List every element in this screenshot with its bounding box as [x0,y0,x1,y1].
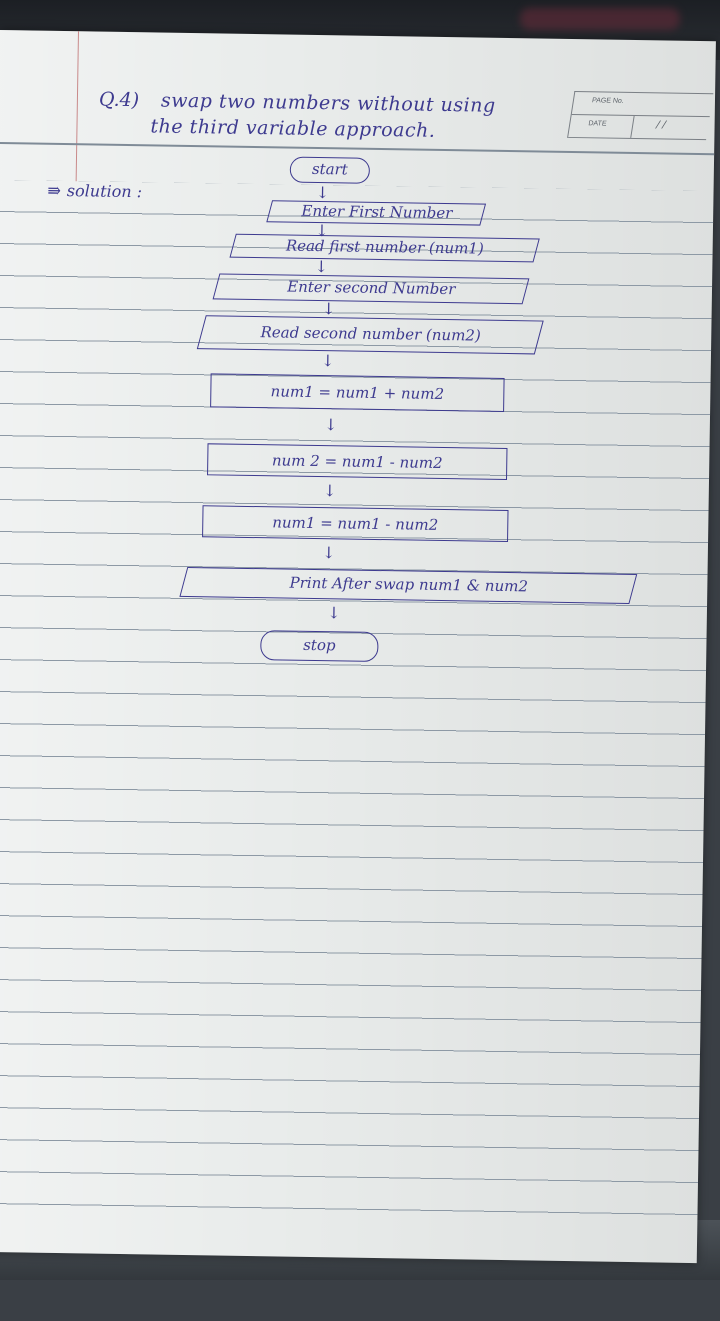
notebook-page: PAGE No. DATE / / Q.4) swap two numbers … [0,30,716,1264]
flow-step-add-label: num1 = num1 + num2 [270,382,445,404]
flow-enter-first: Enter First Number [266,200,487,226]
flow-read-first-label: Read first number (num1) [285,236,484,258]
flow-enter-second-label: Enter second Number [287,277,456,299]
flow-read-second: Read second number (num2) [196,315,544,355]
flow-step-sub-1-label: num 2 = num1 - num2 [271,451,443,473]
flow-read-second-label: Read second number (num2) [260,323,481,345]
flow-enter-second: Enter second Number [212,273,530,305]
flow-stop: stop [260,630,379,663]
arrow-down-icon: ↓ [320,351,335,371]
flow-stop-label: stop [303,635,336,655]
arrow-down-icon: ↓ [327,603,341,623]
arrow-down-icon: ↓ [323,415,338,435]
flow-step-sub-2-label: num1 = num1 - num2 [272,513,439,534]
flow-print: Print After swap num1 & num2 [179,567,638,604]
flow-enter-first-label: Enter First Number [300,201,453,223]
flow-start-label: start [311,159,348,179]
arrow-down-icon: ↓ [322,481,337,501]
flow-start: start [289,156,371,184]
flow-step-sub-1: num 2 = num1 - num2 [207,443,508,481]
arrow-down-icon: ↓ [321,543,336,563]
flow-step-sub-2: num1 = num1 - num2 [202,505,509,543]
flow-step-add: num1 = num1 + num2 [210,373,505,412]
flow-print-label: Print After swap num1 & num2 [289,573,528,596]
arrow-down-icon: ↓ [321,299,336,319]
flowchart: start ↓ Enter First Number ↓ Read first … [0,30,720,1321]
arrow-down-icon: ↓ [314,256,329,277]
arrow-down-icon: ↓ [315,182,330,203]
flow-read-first: Read first number (num1) [229,233,540,263]
